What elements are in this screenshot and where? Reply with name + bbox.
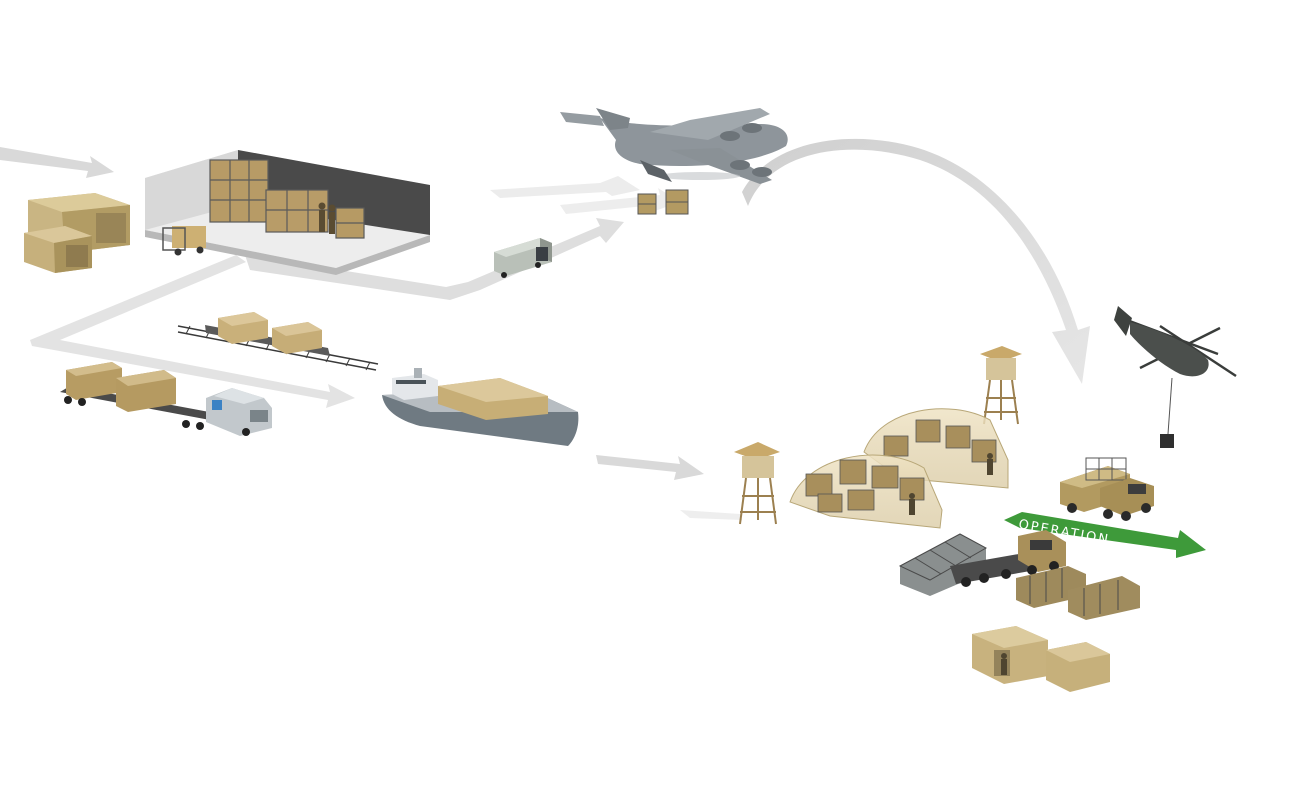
soldier-icon: [909, 453, 993, 515]
soldier-icon: [318, 202, 336, 234]
transport-aircraft-icon: [560, 108, 788, 184]
crate-stack: [665, 189, 689, 215]
tent-shelter-icon: [789, 454, 943, 529]
flow-arrow-airlift-arc: [742, 138, 1090, 384]
warehouse-front-edge: [145, 230, 430, 275]
crate-stack: [335, 207, 365, 239]
tent-shelter-icon: [24, 226, 92, 273]
flow-arrow-sealift: [596, 455, 704, 480]
warehouse-icon: [145, 150, 430, 275]
flow-arrow-to-surface: [30, 255, 355, 408]
military-truck-icon: [1060, 457, 1154, 521]
flow-arrows: [0, 138, 1090, 520]
crate-stack: [1068, 576, 1140, 620]
crate-stack: [209, 159, 269, 223]
cargo-ship-icon: [382, 368, 579, 446]
flow-arrow-takeoff: [490, 176, 640, 198]
truck-trailer-icon: [60, 362, 272, 436]
flow-arrow-runway: [560, 188, 680, 214]
soldier-icon: [1001, 653, 1007, 675]
container-handler-icon: [898, 530, 1066, 596]
crate-stack: [637, 193, 657, 215]
tent-shelter-icon: [1046, 642, 1110, 692]
tent-shelter-icon: [972, 626, 1048, 684]
forklift-icon: [162, 226, 206, 256]
air-cargo-crates: [637, 189, 689, 215]
rail-flatcar-icon: [177, 312, 379, 371]
forward-base: [789, 408, 1009, 529]
flow-arrow-shadow: [680, 510, 742, 520]
crate-stack: [265, 189, 329, 233]
depot-shelters: [24, 193, 130, 273]
flow-arrow-incoming: [0, 147, 114, 178]
truck-trailer-icon: [494, 238, 552, 278]
field-containers: [1016, 566, 1140, 620]
helicopter-icon: [1114, 306, 1237, 448]
field-shelters: [972, 626, 1110, 692]
flow-arrow-to-airport: [245, 218, 624, 300]
watchtower-icon: [980, 346, 1022, 425]
warehouse-back-wall: [238, 150, 430, 235]
watchtower-icon: [734, 442, 780, 525]
